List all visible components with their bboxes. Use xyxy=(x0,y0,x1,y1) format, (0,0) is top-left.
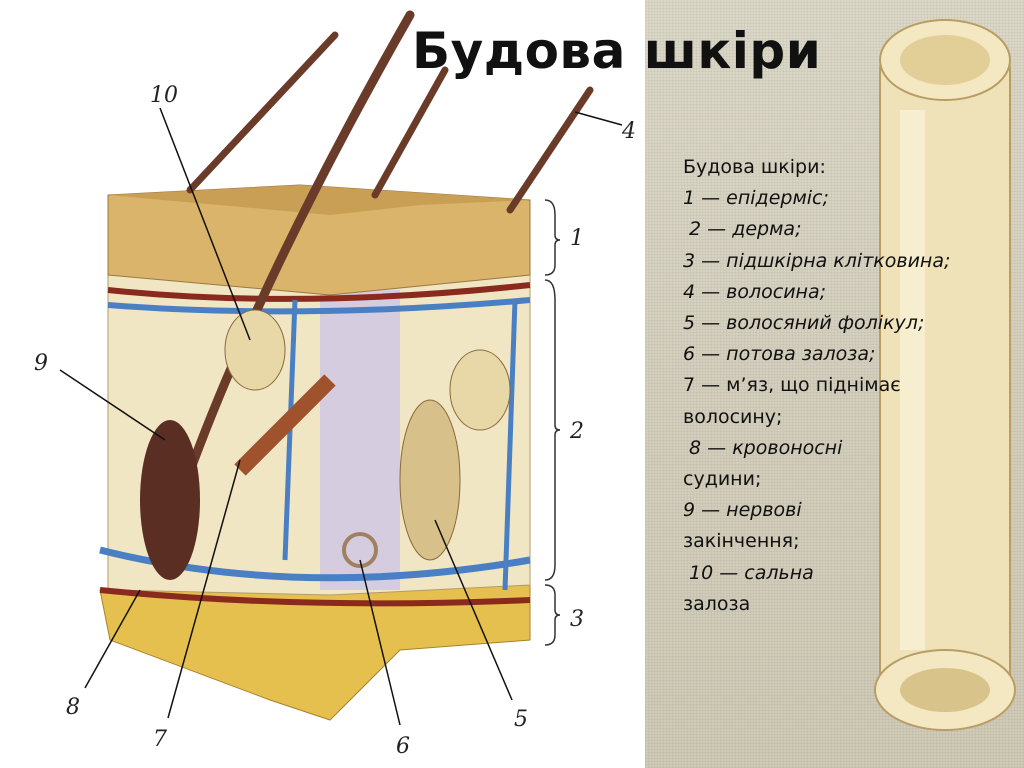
hair-follicle xyxy=(140,420,200,580)
slide-title: Будова шкіри xyxy=(412,22,822,80)
legend-line: 2 — дерма; xyxy=(683,218,802,241)
label-4: 4 xyxy=(621,119,636,144)
legend-line: залоза xyxy=(683,592,751,615)
legend-line: закінчення; xyxy=(683,530,800,553)
label-1: 1 xyxy=(570,226,584,251)
blood-vessel xyxy=(107,282,531,302)
blood-vessel xyxy=(107,297,531,315)
sebaceous-gland xyxy=(224,309,286,391)
hair-erector-muscle xyxy=(234,374,336,476)
legend-line: волосину; xyxy=(683,405,783,428)
legend-line: 1 — епідерміс; xyxy=(683,187,829,210)
label-10: 10 xyxy=(150,83,178,108)
legend-line: 8 — кровоносні xyxy=(683,436,843,459)
sebaceous-gland xyxy=(449,349,511,431)
legend-line: 7 — м’яз, що піднімає xyxy=(683,374,901,397)
legend-line: 6 — потова залоза; xyxy=(683,343,876,366)
label-3: 3 xyxy=(570,607,584,632)
legend-text: Будова шкіри: 1 — епідерміс; 2 — дерма; 3 … xyxy=(683,152,950,620)
scroll-illustration xyxy=(874,19,1016,731)
label-9: 9 xyxy=(34,351,48,376)
blood-vessel xyxy=(99,587,531,607)
legend-line: Будова шкіри: xyxy=(683,156,826,178)
label-2: 2 xyxy=(569,419,584,444)
sweat-gland xyxy=(342,532,378,568)
label-8: 8 xyxy=(66,695,80,720)
legend-line: судини; xyxy=(683,468,762,491)
legend-line: 3 — підшкірна клітковина; xyxy=(683,249,951,272)
label-6: 6 xyxy=(396,734,410,759)
legend-line: 5 — волосяний фолікул; xyxy=(683,312,925,335)
legend-line: 10 — сальна xyxy=(683,561,814,584)
hair-follicle xyxy=(399,399,461,561)
legend-line: 4 — волосина; xyxy=(683,280,827,303)
legend-line: 9 — нервові xyxy=(683,499,802,522)
label-7: 7 xyxy=(153,727,167,752)
label-5: 5 xyxy=(514,707,528,732)
